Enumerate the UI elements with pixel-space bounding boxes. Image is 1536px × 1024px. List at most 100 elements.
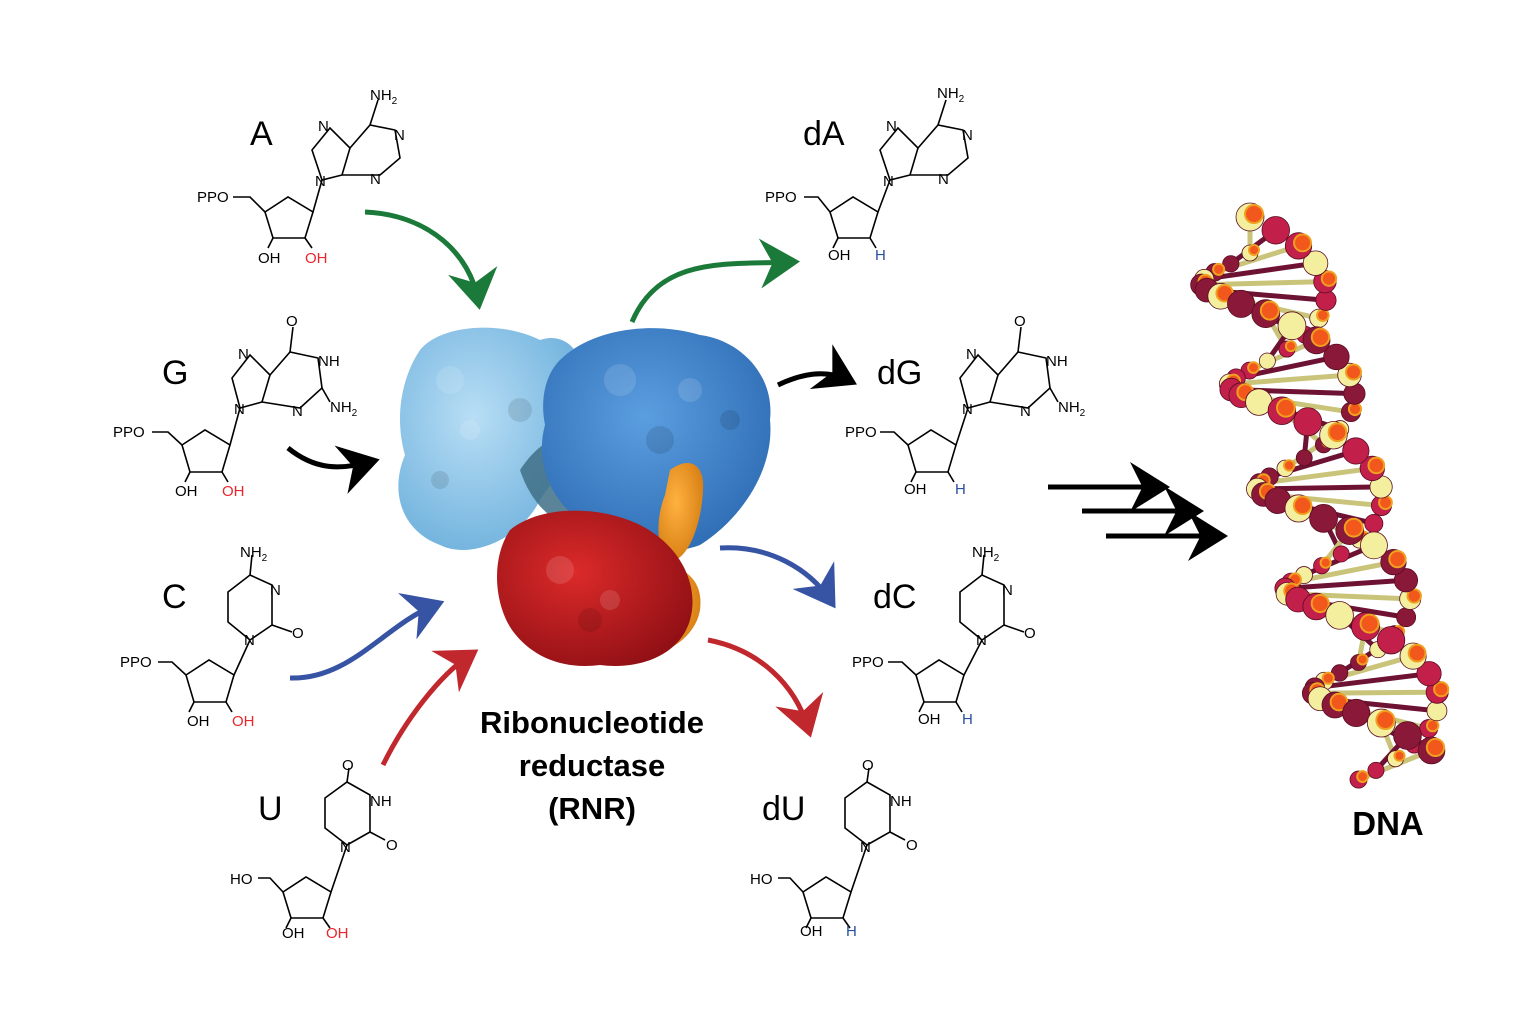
base-pair-rung — [1314, 671, 1430, 691]
backbone-atom — [1277, 311, 1307, 341]
n-A-4: N — [315, 173, 326, 190]
n-dU: N — [860, 839, 871, 856]
phosphate-atom — [1359, 613, 1380, 634]
nucleotide-U: U HO OH OH O NH O N — [230, 757, 398, 942]
phosphate-atom — [1316, 308, 1330, 323]
phosphate-atom — [1327, 422, 1348, 443]
n-A-3: N — [370, 171, 381, 188]
base-pair-rung — [1285, 577, 1407, 591]
phosphate-atom — [1347, 401, 1363, 417]
phosphate-C: PPO — [120, 654, 152, 671]
phosphate-atom — [1293, 233, 1312, 253]
phosphate-dA: PPO — [765, 189, 797, 206]
phosphate-atom — [1425, 737, 1446, 758]
phosphate-atom — [1283, 459, 1296, 472]
phosphate-atom — [1343, 517, 1364, 538]
oh3-dG: OH — [904, 481, 927, 498]
backbone-atom — [1393, 721, 1422, 750]
backbone-atom — [1360, 531, 1388, 560]
phosphate-atom — [1433, 681, 1450, 698]
dna-label: DNA — [1352, 805, 1424, 842]
backbone-atom — [1222, 255, 1240, 273]
backbone-atom — [1416, 661, 1442, 687]
backbone-atom — [1227, 289, 1256, 318]
phosphate-atom — [1329, 692, 1349, 712]
backbone-atom — [1309, 503, 1338, 533]
phosphate-atom — [1212, 262, 1226, 276]
phosphate-atom — [1425, 718, 1440, 733]
nucleotide-C: C PPO OH OH NH2 N O N — [120, 544, 304, 730]
o-C: O — [292, 625, 304, 642]
amino-A: NH2 — [370, 87, 398, 107]
phosphate-U: HO — [230, 871, 253, 888]
oh3-U: OH — [282, 925, 305, 942]
phosphate-atom — [1310, 327, 1331, 347]
oh2-A: OH — [305, 250, 328, 267]
o-U-1: O — [342, 757, 354, 774]
nucleotide-dC: dC PPO OH H NH2 N O N — [852, 544, 1036, 728]
n-dC-1: N — [1002, 582, 1013, 599]
backbone-atom — [1293, 407, 1323, 437]
phosphate-atom — [1284, 340, 1297, 353]
arrow-U-in — [380, 649, 479, 767]
oh2-C: OH — [232, 713, 255, 730]
backbone-atom — [1325, 601, 1354, 630]
nucleotide-G: G PPO OH OH O NH NH2 N N N — [113, 313, 358, 500]
backbone-atom — [1364, 513, 1384, 533]
oh3-dU: OH — [800, 923, 823, 940]
oh2-G: OH — [222, 483, 245, 500]
amino-C: NH2 — [240, 544, 268, 564]
n-dG-3: N — [962, 401, 973, 418]
n-G-3: N — [234, 401, 245, 418]
phosphate-atom — [1375, 710, 1396, 731]
phosphate-atom — [1406, 588, 1422, 604]
phosphate-atom — [1292, 495, 1313, 516]
h2-dC: H — [962, 711, 973, 728]
nucleotide-dU: dU HO OH H O NH O N — [750, 757, 918, 940]
phosphate-atom — [1259, 300, 1280, 321]
phosphate-dC: PPO — [852, 654, 884, 671]
phosphate-atom — [1356, 770, 1369, 783]
backbone-atom — [1396, 607, 1417, 628]
label-dU: dU — [762, 790, 805, 828]
arrow-C-in — [289, 592, 445, 681]
amino-dG: NH2 — [1058, 399, 1086, 419]
label-dG: dG — [877, 354, 922, 392]
dna-assembly-arrows — [1048, 462, 1228, 561]
n-A-2: N — [394, 127, 405, 144]
h2-dA: H — [875, 247, 886, 264]
n-dA-3: N — [938, 171, 949, 188]
label-dA: dA — [803, 115, 845, 153]
oh3-A: OH — [258, 250, 281, 267]
backbone-atom — [1426, 700, 1448, 722]
arrow-G-in — [286, 445, 380, 494]
enzyme-name-line2: reductase — [519, 748, 665, 783]
phosphate-atom — [1407, 643, 1427, 663]
backbone-atom — [1342, 437, 1370, 465]
arrow-dC-out — [719, 545, 836, 609]
backbone-atom — [1342, 698, 1371, 727]
n-U: N — [340, 839, 351, 856]
n-dA-1: N — [886, 118, 897, 135]
arrow-A-in — [364, 209, 498, 310]
label-C: C — [162, 578, 187, 616]
o-U-2: O — [386, 837, 398, 854]
nucleotide-dA: dA PPO OH H NH2 N N N N — [765, 85, 973, 264]
h2-dG: H — [955, 481, 966, 498]
amino-G: NH2 — [330, 399, 358, 419]
phosphate-atom — [1310, 593, 1330, 614]
phosphate-atom — [1319, 556, 1332, 569]
phosphate-atom — [1321, 671, 1335, 685]
rnr-protein-structure — [398, 327, 771, 666]
n-dG-2: N — [1020, 403, 1031, 420]
h2-dU: H — [846, 923, 857, 940]
n-A-1: N — [318, 118, 329, 135]
phosphate-dU: HO — [750, 871, 773, 888]
backbone-atom — [1367, 761, 1385, 779]
backbone-atom — [1323, 343, 1350, 371]
nh-dU: NH — [890, 793, 912, 810]
phosphate-atom — [1345, 363, 1363, 381]
o-dU-2: O — [906, 837, 918, 854]
backbone-atom — [1376, 626, 1406, 655]
